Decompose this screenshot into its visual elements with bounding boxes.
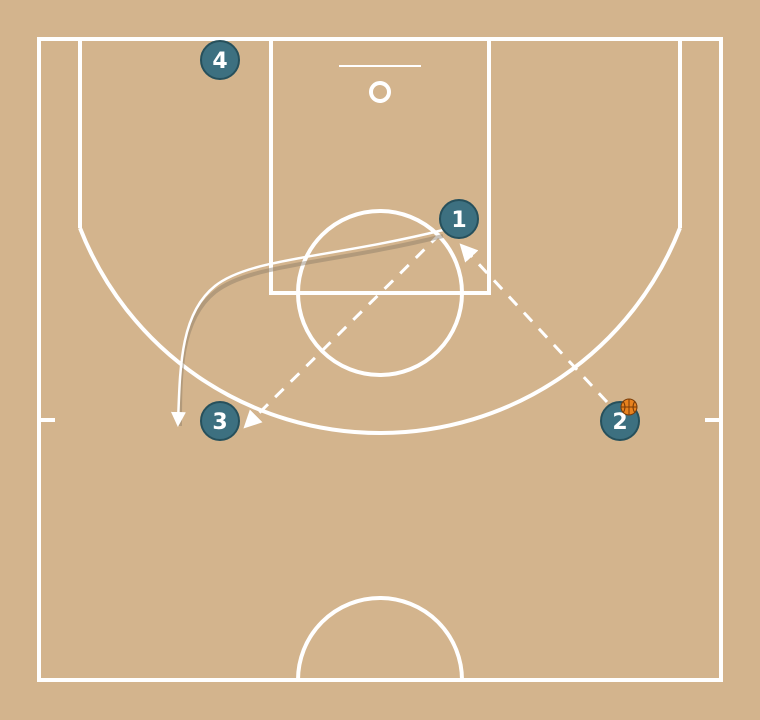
cut-path-player-1 <box>170 228 444 427</box>
player-1-circle <box>439 199 479 239</box>
player-2-label: 2 <box>612 410 627 435</box>
basketball-icon <box>620 398 638 416</box>
player-4-label: 4 <box>212 49 227 74</box>
pass-line-1-to-3 <box>243 232 442 429</box>
player-4-marker: 4 <box>200 40 240 80</box>
pass-line-2-to-1 <box>459 243 609 404</box>
play-actions <box>170 228 609 429</box>
free-throw-circle <box>296 209 464 377</box>
player-1-marker: 1 <box>439 199 479 239</box>
players: 1 2 3 4 <box>200 40 640 441</box>
basket-rim <box>369 81 391 103</box>
player-3-circle <box>200 401 240 441</box>
player-3-label: 3 <box>212 410 227 435</box>
player-3-marker: 3 <box>200 401 240 441</box>
paint-lane <box>269 37 491 295</box>
court-lines <box>37 37 723 682</box>
player-4-circle <box>200 40 240 80</box>
center-circle <box>296 596 464 681</box>
three-point-arc <box>78 227 682 436</box>
player-1-label: 1 <box>451 208 466 233</box>
